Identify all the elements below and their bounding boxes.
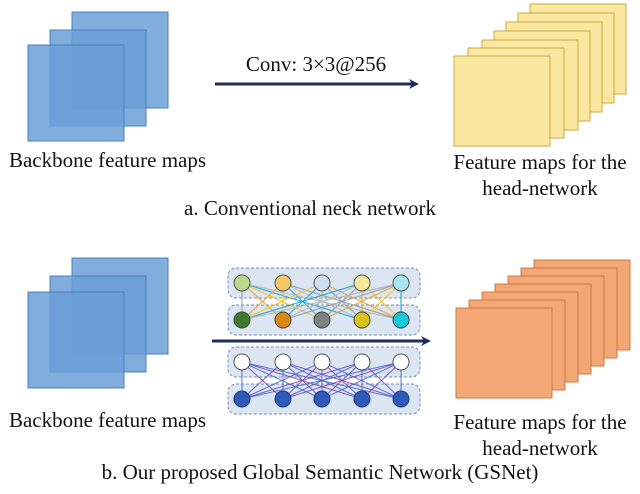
gsnet-edge <box>241 282 402 321</box>
panel-a-output-stack <box>453 3 627 147</box>
gsnet-node <box>313 390 331 408</box>
panel-b-output-stack <box>455 259 631 399</box>
gsnet-edge <box>241 361 284 400</box>
gsnet-node <box>392 311 410 329</box>
gsnet-node <box>274 311 292 329</box>
gsnet-edge <box>241 282 363 321</box>
gsnet-edge <box>241 282 284 321</box>
gsnet-node <box>353 390 371 408</box>
gsnet-node <box>233 311 251 329</box>
gsnet-module <box>227 267 421 415</box>
panel-a-backbone-stack <box>27 11 169 142</box>
gsnet-node <box>392 353 410 371</box>
gsnet-node <box>233 353 251 371</box>
panel-a-caption: a. Conventional neck network <box>184 196 436 220</box>
gsnet-edge <box>361 282 402 321</box>
gsnet-node <box>274 274 292 292</box>
panel-b-output-label-line2: head-network <box>482 436 598 460</box>
panel-b-backbone-label: Backbone feature maps <box>8 408 207 432</box>
gsnet-edge <box>321 361 402 400</box>
gsnet-node <box>392 390 410 408</box>
gsnet-node <box>313 353 331 371</box>
gsnet-node <box>353 274 371 292</box>
gsnet-edge <box>321 282 402 321</box>
panel-a-arrow-label: Conv: 3×3@256 <box>245 52 387 76</box>
gsnet-nodes <box>233 274 410 408</box>
gsnet-node <box>313 311 331 329</box>
gsnet-node <box>233 390 251 408</box>
gsnet-edge <box>241 282 323 321</box>
panel-b-caption: b. Our proposed Global Semantic Network … <box>101 460 539 484</box>
gsnet-node <box>353 311 371 329</box>
gsnet-edge <box>282 282 402 321</box>
gsnet-edge <box>282 361 402 400</box>
gsnet-edge <box>241 361 402 400</box>
gsnet-node <box>313 274 331 292</box>
gsnet-node <box>392 274 410 292</box>
panel-b-backbone-stack <box>27 257 169 389</box>
gsnet-node <box>233 274 251 292</box>
gsnet-edge <box>361 361 402 400</box>
gsnet-edge <box>241 361 363 400</box>
panel-a-output-label-line1: Feature maps for the <box>453 150 627 174</box>
gsnet-node <box>274 390 292 408</box>
panel-a-backbone-label: Backbone feature maps <box>8 148 207 172</box>
gsnet-edge <box>241 361 323 400</box>
gsnet-node <box>353 353 371 371</box>
panel-a-output-label-line2: head-network <box>482 176 598 200</box>
panel-b-output-label-line1: Feature maps for the <box>453 410 627 434</box>
gsnet-node <box>274 353 292 371</box>
